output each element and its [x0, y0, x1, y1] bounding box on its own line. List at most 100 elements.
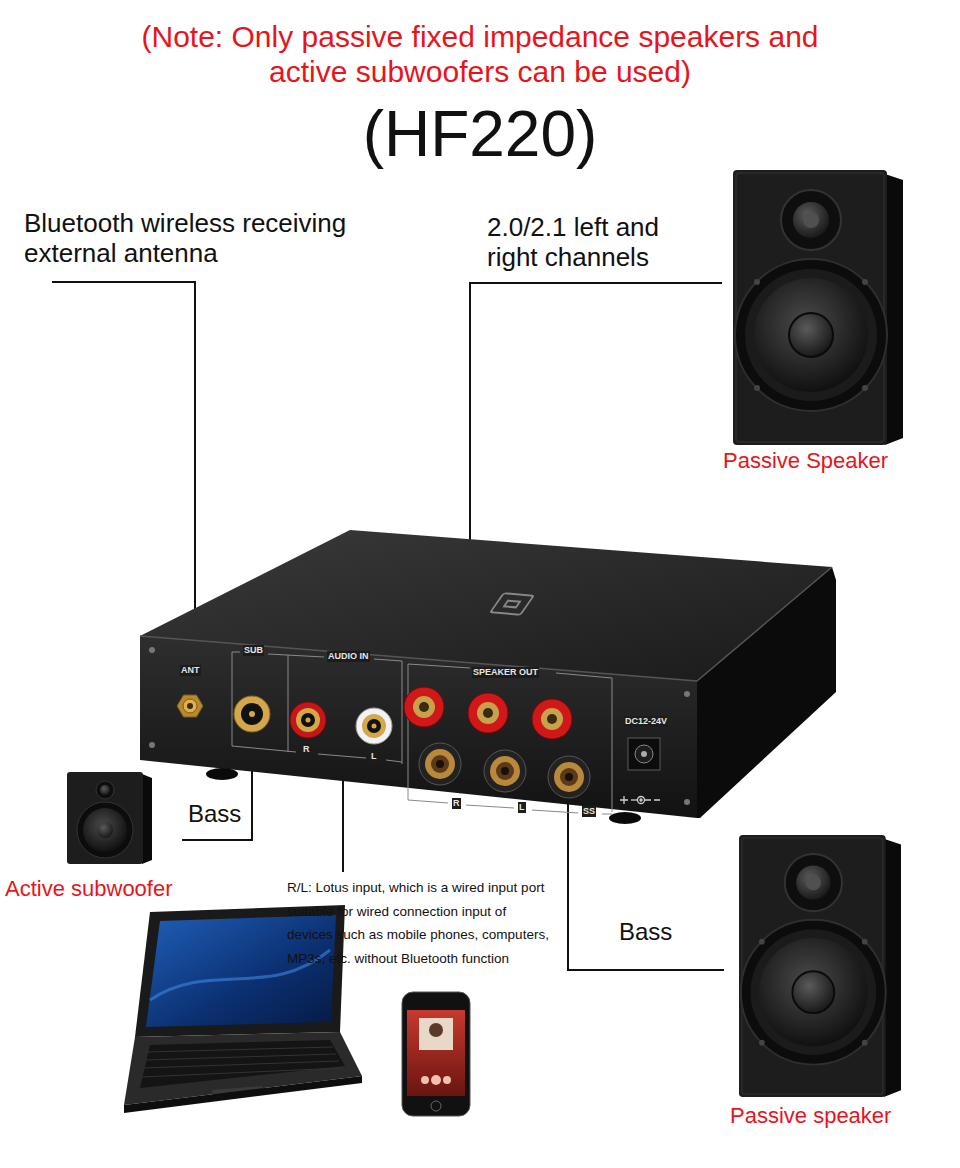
- speaker-terminals-black-part: [484, 750, 526, 792]
- speaker-terminals-black-part-part: [496, 762, 514, 780]
- speaker-terminals-black-part: [548, 756, 590, 798]
- port-label: SPEAKER OUT: [472, 667, 539, 678]
- antenna-connector-part: [187, 703, 193, 709]
- rca-l-part: [356, 708, 392, 744]
- speaker-caption: Passive Speaker: [723, 448, 888, 474]
- screws-part: [149, 647, 155, 653]
- rca-r: [290, 702, 326, 738]
- port-label: AUDIO IN: [327, 651, 370, 662]
- phone-part: [419, 1018, 453, 1050]
- speaker-terminals-black-part: [419, 743, 461, 785]
- speaker-terminals-red-part: [532, 699, 572, 739]
- dc-jack-part: [635, 745, 653, 763]
- amplifier-part: [140, 567, 832, 681]
- speaker-terminals-black-part-part: [565, 773, 573, 781]
- screws-part: [684, 691, 690, 697]
- callout-label: Bass: [188, 800, 241, 829]
- sub-rca: [234, 696, 270, 732]
- speaker-terminals-red-part-part: [541, 708, 563, 730]
- phone-part: [431, 1101, 441, 1111]
- rca-l: [356, 708, 392, 744]
- speaker-terminals-black-part-part: [560, 768, 578, 786]
- top-logo-part: [504, 601, 520, 608]
- rca-l-part: [362, 714, 386, 738]
- dc-jack: [628, 738, 660, 770]
- section-outlines: [232, 652, 612, 814]
- polarity-symbol-part: [645, 799, 660, 800]
- dc-jack-part: [641, 751, 647, 757]
- laptop-part-part: [141, 1047, 342, 1077]
- speaker-caption: Active subwoofer: [5, 876, 173, 902]
- passive-speaker-top: [733, 170, 903, 445]
- speaker-terminals-black-part-part: [554, 762, 584, 792]
- speaker-terminals-red-part-part: [413, 696, 435, 718]
- screws-part: [149, 742, 155, 748]
- active-subwoofer-part: [100, 785, 110, 795]
- port-label: ANT: [180, 665, 201, 676]
- section-outlines-part: [232, 652, 402, 764]
- port-label: SUB: [243, 645, 264, 656]
- antenna-connector-part: [177, 695, 203, 717]
- active-subwoofer-part: [77, 802, 133, 858]
- polarity-symbol-part: [631, 799, 637, 800]
- passive-speaker-bottom: [739, 835, 901, 1097]
- phone-part: [402, 992, 470, 1116]
- speaker-terminals-black-part-part: [501, 767, 509, 775]
- polarity-symbol-part: [620, 796, 628, 804]
- antenna-connector: [177, 695, 203, 717]
- speaker-terminals-black-part-part: [425, 749, 455, 779]
- rca-r-part: [306, 718, 311, 723]
- port-label: DC12-24V: [624, 716, 668, 727]
- phone-part: [407, 1010, 465, 1096]
- port-label: L: [518, 802, 526, 813]
- polarity-symbol-part: [640, 799, 642, 801]
- speaker-terminals-red-part-part: [477, 702, 499, 724]
- rca-r-part: [296, 708, 320, 732]
- active-subwoofer: [67, 772, 152, 864]
- speaker-terminals-red-part-part: [483, 708, 493, 718]
- speaker-terminals-black-part-part: [490, 756, 520, 786]
- speaker-terminals-red-part-part: [404, 687, 444, 727]
- port-label: L: [370, 751, 378, 762]
- title: (HF220): [0, 98, 960, 172]
- speaker-terminals-red-part-part: [468, 693, 508, 733]
- phone-part: [421, 1076, 429, 1084]
- rca-r-part: [301, 713, 315, 727]
- top-logo: [490, 593, 533, 615]
- speaker-terminals-black-part-part: [436, 760, 444, 768]
- section-outlines-part: [408, 664, 612, 678]
- port-label: R: [452, 798, 461, 809]
- callout-label: 2.0/2.1 left and right channels: [487, 212, 692, 273]
- speaker-terminals-black-part-part: [431, 755, 449, 773]
- speaker-terminals-black-part-part: [419, 743, 461, 785]
- rca-r-part: [290, 702, 326, 738]
- polarity-symbol-part: [638, 797, 645, 804]
- bass-leader: [568, 800, 724, 970]
- laptop-part: [135, 905, 345, 1037]
- phone: [402, 992, 470, 1116]
- callout-label: Bass: [619, 918, 672, 947]
- sub-rca-part: [241, 703, 263, 725]
- speaker-terminals-black-part-part: [484, 750, 526, 792]
- laptop-part: [141, 1047, 342, 1077]
- speaker-terminals-red-part-part: [419, 702, 429, 712]
- amplifier-part: [140, 636, 697, 818]
- dc-jack-part: [628, 738, 660, 770]
- port-label: R: [302, 744, 311, 755]
- port-label: SS: [582, 806, 596, 817]
- amplifier-part: [697, 567, 836, 818]
- note-text: (Note: Only passive fixed impedance spea…: [100, 20, 860, 89]
- feet-part: [206, 768, 238, 780]
- screws: [149, 647, 690, 805]
- active-subwoofer-part: [96, 781, 114, 799]
- phone-part: [443, 1076, 451, 1084]
- rca-leader: [318, 768, 372, 872]
- speaker-terminals-black: [419, 743, 590, 798]
- speaker-terminals-red-part: [468, 693, 508, 733]
- sub-rca-part: [249, 711, 255, 717]
- speaker-caption: Passive speaker: [730, 1103, 891, 1129]
- description-text: R/L: Lotus input, which is a wired input…: [287, 876, 549, 971]
- polarity-symbol: [620, 796, 660, 804]
